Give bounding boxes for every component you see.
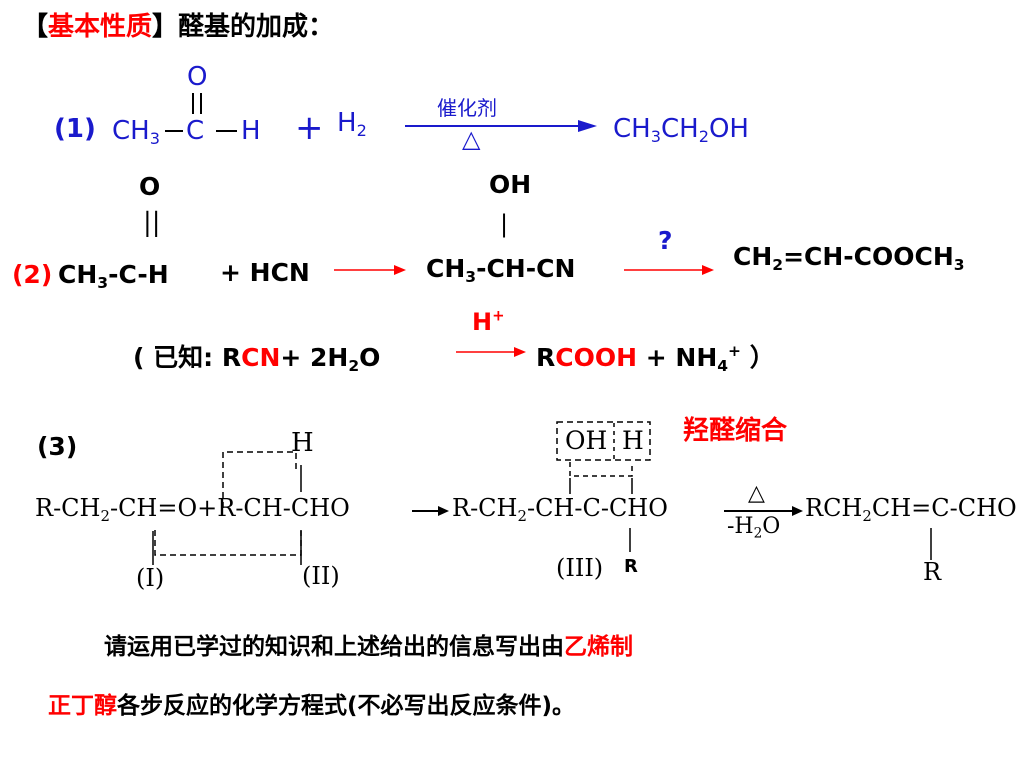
eq3-product: RCH2CH=C-CHO xyxy=(805,494,1017,525)
eq1-oxygen: O xyxy=(187,62,208,92)
eq3-dash-top xyxy=(222,451,297,508)
eq2-intermediate: CH3-CH-CN xyxy=(426,254,576,286)
eq2-single-bond: | xyxy=(500,210,509,238)
eq3-dash-bottom xyxy=(154,530,302,556)
known-reactants: ( 已知: RCN+ 2H2O xyxy=(133,343,381,375)
eq2-arrow2-head xyxy=(702,265,714,275)
eq2-top-o: O xyxy=(139,172,161,201)
title-bracket-open: 【 xyxy=(22,12,49,42)
eq3-water: -H2O xyxy=(727,514,781,542)
eq3-dash-box-oh-h xyxy=(556,421,651,461)
eq3-left-chain: R-CH2-CH=O+R-CH-CHO xyxy=(35,494,350,525)
eq2-product: CH2=CH-COOCH3 xyxy=(733,242,965,274)
eq2-double-bond: || xyxy=(143,208,161,238)
eq2-label: (2) xyxy=(12,260,53,289)
eq3-r-bottom: R xyxy=(923,558,942,586)
eq3-oh: OH xyxy=(565,426,608,455)
eq2-question-mark: ? xyxy=(658,226,673,255)
eq3-mid-chain: R-CH2-CH-C-CHO xyxy=(452,494,668,525)
eq3-r-small: R xyxy=(624,556,638,577)
eq3-dash-lower xyxy=(569,462,633,477)
title-bracket-close: 】 xyxy=(152,12,179,42)
eq1-label: (1) xyxy=(54,114,96,144)
eq1-h2: H2 xyxy=(337,108,367,141)
eq1-reactant-ch3: CH3 xyxy=(112,116,160,149)
eq1-arrow-head xyxy=(578,120,597,132)
eq3-mark-i: (I) xyxy=(136,564,165,592)
question-line1: 请运用已学过的知识和上述给出的信息写出由乙烯制 xyxy=(104,634,633,660)
eq3-arrow1-head xyxy=(438,506,449,516)
question-line2: 正丁醇各步反应的化学方程式(不必写出反应条件)。 xyxy=(48,693,576,719)
known-products: RCOOH + NH4+ ） xyxy=(536,341,775,375)
title-text: 醛基的加成： xyxy=(178,12,335,42)
eq3-mark-ii: (II) xyxy=(302,562,340,590)
eq1-reactant-c: C xyxy=(186,116,205,146)
eq1-plus: + xyxy=(295,108,324,148)
eq3-label: (3) xyxy=(37,432,78,461)
eq1-catalyst: 催化剂 xyxy=(437,96,497,120)
eq3-h-top: H xyxy=(291,428,314,458)
eq3-arrow2-head xyxy=(792,506,803,516)
eq3-name: 羟醛缩合 xyxy=(683,416,788,446)
eq3-heat: △ xyxy=(748,481,765,506)
eq1-product: CH3CH2OH xyxy=(613,114,749,147)
eq2-hcn: + HCN xyxy=(220,258,310,287)
eq3-mark-iii: (III) xyxy=(556,554,604,582)
eq1-heat: △ xyxy=(462,125,481,153)
known-arrow-head xyxy=(514,347,526,357)
eq2-arrow1-head xyxy=(394,265,406,275)
eq2-reactant: CH3-C-H xyxy=(58,260,169,292)
page-title: 【基本性质】醛基的加成： xyxy=(22,6,334,43)
eq2-top-oh: OH xyxy=(489,170,532,199)
title-tag: 基本性质 xyxy=(48,12,153,42)
known-catalyst: H+ xyxy=(472,306,505,336)
eq1-reactant-h: H xyxy=(241,116,261,146)
eq3-h: H xyxy=(622,426,644,455)
